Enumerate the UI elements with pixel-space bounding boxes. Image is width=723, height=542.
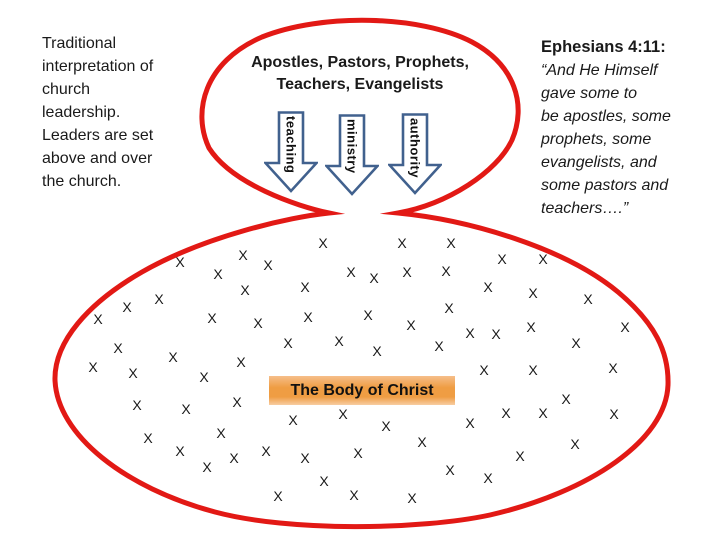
arrow-label: authority <box>407 118 423 179</box>
member-x: X <box>570 436 580 452</box>
scripture-reference: Ephesians 4:11: <box>541 38 666 56</box>
member-x: X <box>236 354 246 370</box>
member-x: X <box>417 434 427 450</box>
member-x: X <box>349 487 359 503</box>
member-x: X <box>441 263 451 279</box>
leaders-label: Apostles, Pastors, Prophets, Teachers, E… <box>251 54 469 93</box>
member-x: X <box>406 317 416 333</box>
member-x: X <box>213 266 223 282</box>
teaching-arrow: teaching <box>264 111 318 193</box>
member-x: X <box>132 397 142 413</box>
member-x: X <box>93 311 103 327</box>
member-x: X <box>175 443 185 459</box>
member-x: X <box>571 335 581 351</box>
member-x: X <box>497 251 507 267</box>
authority-arrow: authority <box>388 113 442 195</box>
member-x: X <box>465 325 475 341</box>
member-x: X <box>528 285 538 301</box>
member-x: X <box>199 369 209 385</box>
member-x: X <box>528 362 538 378</box>
member-x: X <box>369 270 379 286</box>
member-x: X <box>283 335 293 351</box>
member-x: X <box>515 448 525 464</box>
member-x: X <box>128 365 138 381</box>
member-x: X <box>181 401 191 417</box>
member-x: X <box>444 300 454 316</box>
arrow-label: teaching <box>283 116 299 174</box>
member-x: X <box>175 254 185 270</box>
member-x: X <box>263 257 273 273</box>
member-x: X <box>318 235 328 251</box>
member-x: X <box>113 340 123 356</box>
member-x: X <box>300 279 310 295</box>
member-x: X <box>538 251 548 267</box>
member-x: X <box>363 307 373 323</box>
arrow-label: ministry <box>344 119 360 174</box>
member-x: X <box>479 362 489 378</box>
member-x: X <box>216 425 226 441</box>
member-x: X <box>491 326 501 342</box>
member-x: X <box>483 279 493 295</box>
ministry-arrow: ministry <box>325 114 379 196</box>
scripture-quote: “And He Himself gave some to be apostles… <box>541 62 671 217</box>
member-x: X <box>608 360 618 376</box>
member-x: X <box>207 310 217 326</box>
member-x: X <box>154 291 164 307</box>
member-x: X <box>238 247 248 263</box>
member-x: X <box>240 282 250 298</box>
member-x: X <box>434 338 444 354</box>
member-x: X <box>168 349 178 365</box>
member-x: X <box>346 264 356 280</box>
member-x: X <box>526 319 536 335</box>
member-x: X <box>288 412 298 428</box>
member-x: X <box>445 462 455 478</box>
member-x: X <box>334 333 344 349</box>
member-x: X <box>273 488 283 504</box>
member-x: X <box>407 490 417 506</box>
member-x: X <box>300 450 310 466</box>
member-x: X <box>402 264 412 280</box>
member-x: X <box>353 445 363 461</box>
member-x: X <box>229 450 239 466</box>
member-x: X <box>397 235 407 251</box>
down-arrow-icon <box>264 111 318 193</box>
member-x: X <box>253 315 263 331</box>
member-x: X <box>88 359 98 375</box>
member-x: X <box>609 406 619 422</box>
member-x: X <box>483 470 493 486</box>
member-x: X <box>232 394 242 410</box>
member-x: X <box>143 430 153 446</box>
member-x: X <box>465 415 475 431</box>
member-x: X <box>372 343 382 359</box>
member-x: X <box>620 319 630 335</box>
member-x: X <box>319 473 329 489</box>
member-x: X <box>261 443 271 459</box>
member-x: X <box>446 235 456 251</box>
member-x: X <box>561 391 571 407</box>
member-x: X <box>583 291 593 307</box>
member-x: X <box>202 459 212 475</box>
scripture-block: Ephesians 4:11: “And He Himself gave som… <box>541 36 719 220</box>
down-arrow-icon <box>325 114 379 196</box>
member-x: X <box>303 309 313 325</box>
member-x: X <box>538 405 548 421</box>
member-x: X <box>501 405 511 421</box>
left-note: Traditional interpretation of church lea… <box>42 35 154 190</box>
body-of-christ-label: The Body of Christ <box>290 381 434 399</box>
member-x: X <box>381 418 391 434</box>
body-of-christ-box: The Body of Christ <box>269 376 455 405</box>
member-x: X <box>122 299 132 315</box>
member-x: X <box>338 406 348 422</box>
down-arrow-icon <box>388 113 442 195</box>
